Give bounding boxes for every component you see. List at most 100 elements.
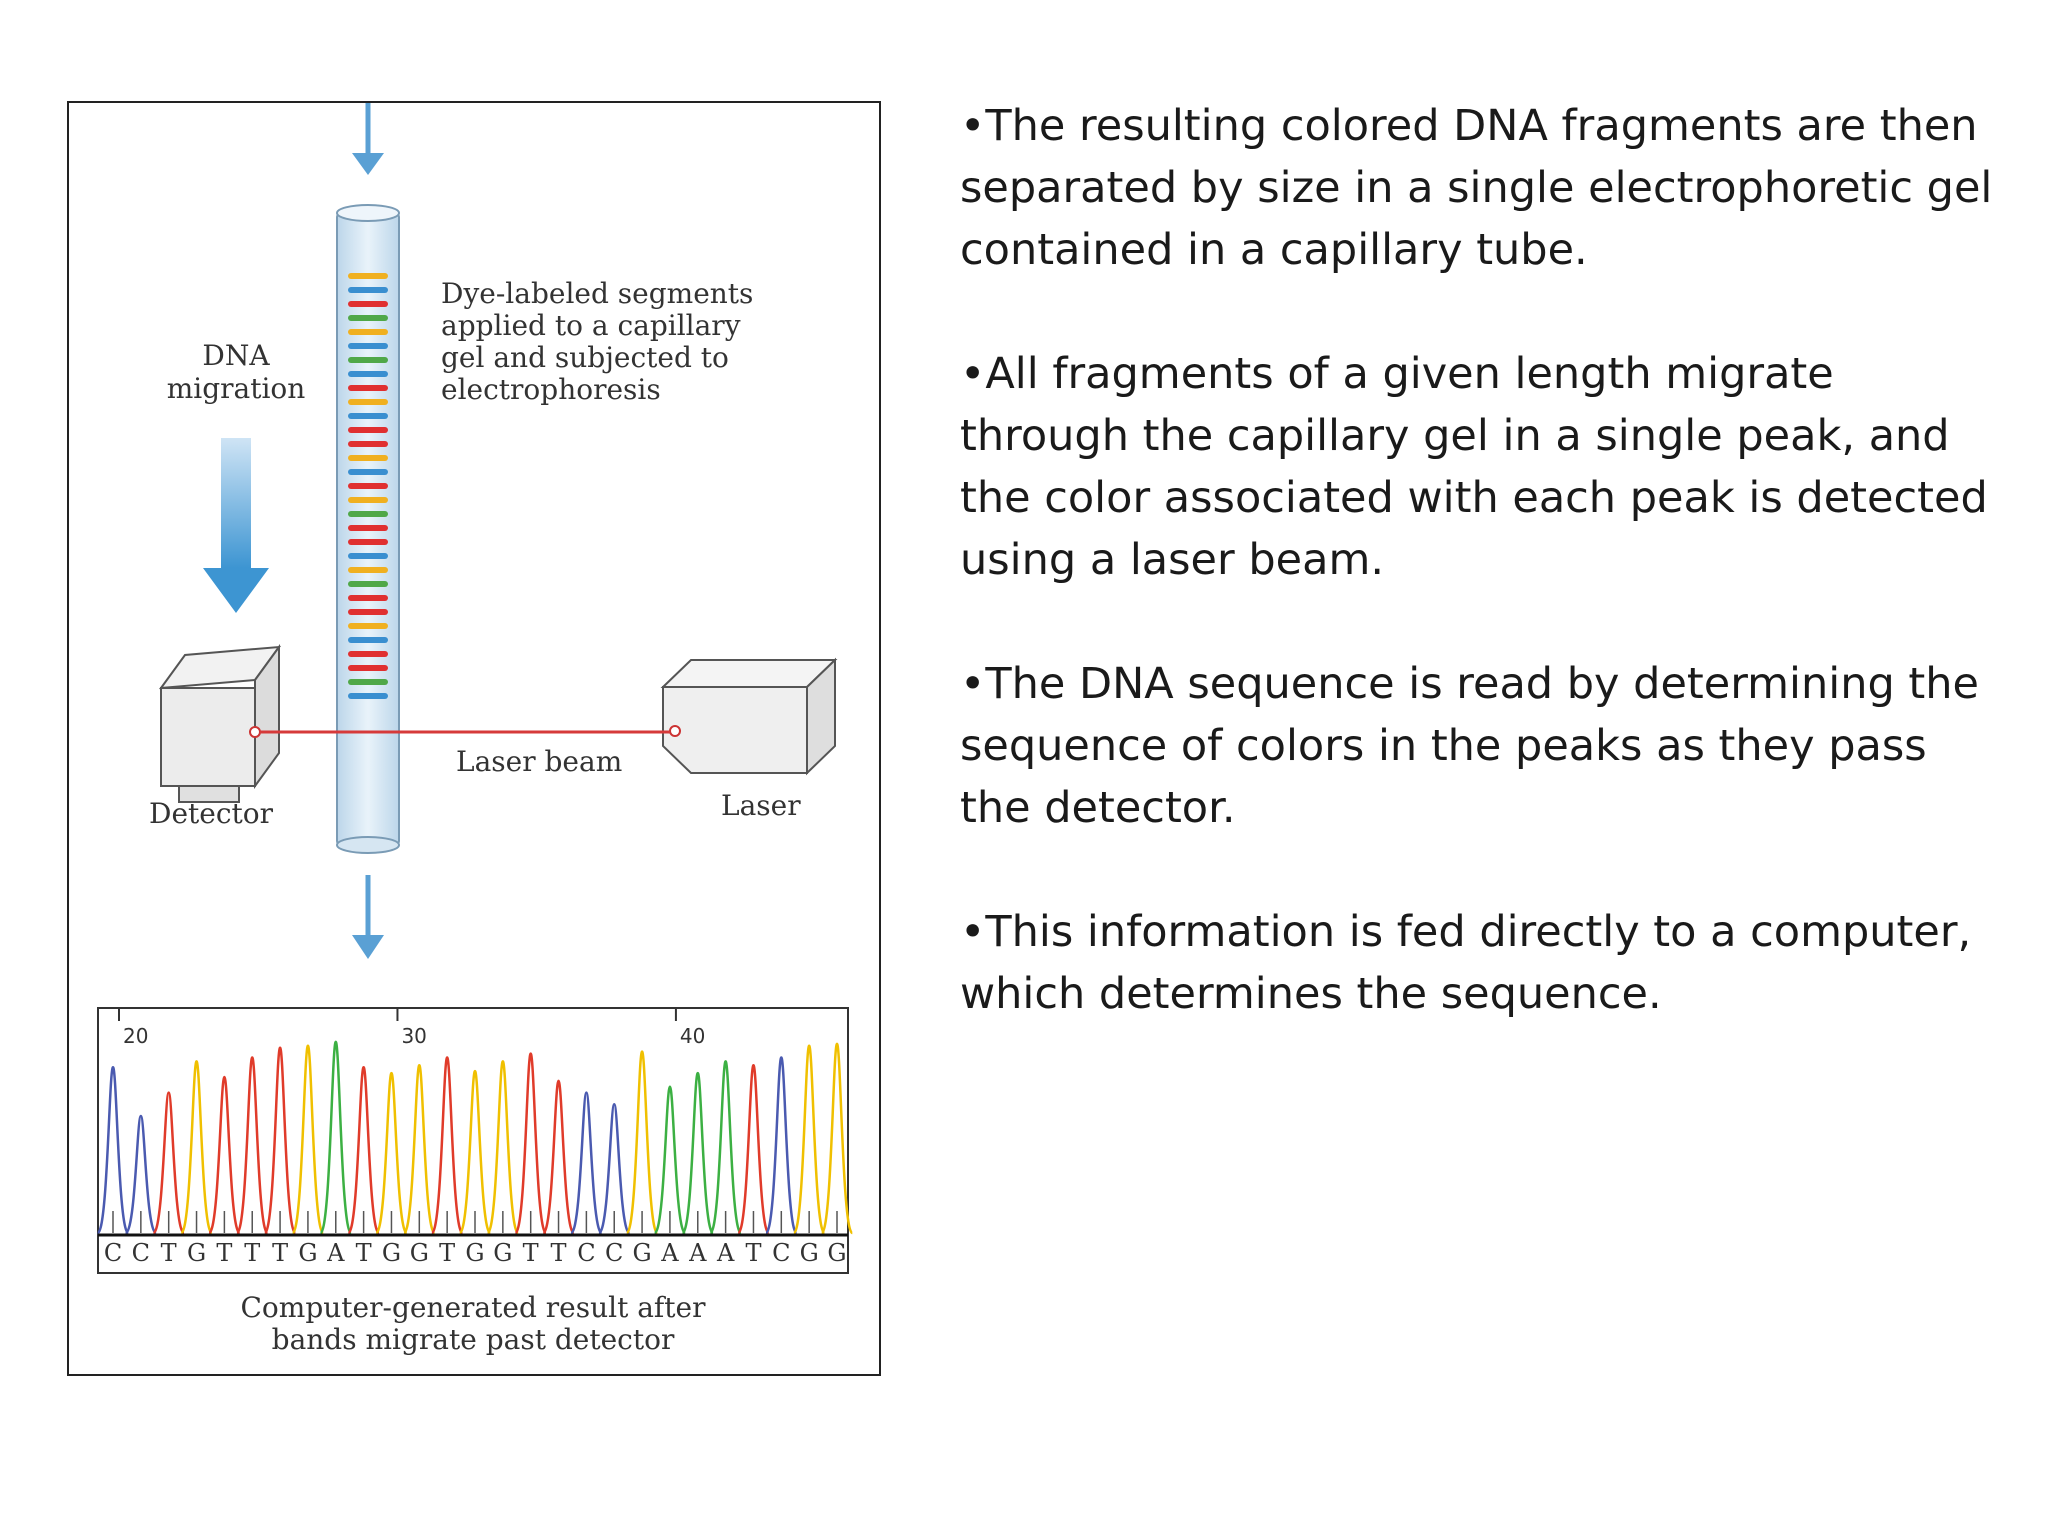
laser-label: Laser [721,789,801,822]
sequence-letter: G [800,1239,819,1267]
gel-band [348,665,388,671]
chromatogram-peak [152,1091,186,1235]
sequence-letter: A [716,1239,735,1267]
down-arrow-icon [352,875,384,959]
dye-bands [348,273,388,699]
gel-band [348,679,388,685]
bullet-item: •All fragments of a given length migrate… [960,349,1988,585]
sequence-letter: C [605,1239,623,1267]
axis-tick-label: 40 [680,1024,705,1048]
axis-tick-label: 30 [401,1024,426,1048]
sequence-letter: G [632,1239,651,1267]
sequence-letter: G [382,1239,401,1267]
sequence-letter: C [772,1239,790,1267]
bullet-item: •This information is fed directly to a c… [960,907,1972,1019]
chromatogram-ticks: 20 30 40 [118,1008,705,1048]
gel-band [348,511,388,517]
chromatogram-peak [625,1050,659,1235]
sequence-letter: A [688,1239,707,1267]
gel-band [348,315,388,321]
gel-band [348,693,388,699]
gel-band [348,357,388,363]
sequence-letter: C [104,1239,122,1267]
gel-band [348,637,388,643]
bullet-item: •The DNA sequence is read by determining… [960,659,1979,833]
sequence-letter: T [745,1239,761,1267]
chromatogram-peak [180,1060,214,1235]
capillary-diagram: DNA migration Dye-labeled segments appli… [96,103,854,1356]
chromatogram-peak [597,1103,631,1235]
chromatogram-peak [430,1056,464,1235]
dye-label-line-3: gel and subjected to [441,341,729,374]
chromatogram-peak [792,1044,826,1235]
chromatogram-peak [736,1064,770,1235]
chromatogram-peak [374,1071,408,1235]
chromatogram-peak [402,1064,436,1235]
gel-band [348,525,388,531]
sequence-letter: T [523,1239,539,1267]
chromatogram-peak [263,1046,297,1235]
sequence-letter: T [244,1239,260,1267]
laser-icon [660,657,838,776]
gel-band [348,595,388,601]
dye-label-line-2: applied to a capillary [441,309,741,342]
gel-band [348,427,388,433]
chromatogram-peak [653,1085,687,1235]
chromatogram-peak [207,1075,241,1235]
gel-band [348,651,388,657]
detector-label: Detector [149,797,274,830]
gel-band [348,497,388,503]
chromatogram-peak [458,1069,492,1235]
chromatogram-peak [820,1042,854,1235]
sequence-letter: T [551,1239,567,1267]
gel-band [348,441,388,447]
sequence-letter: C [132,1239,150,1267]
chromatogram-peak [319,1040,353,1235]
chromatogram-peak [514,1052,548,1235]
sequence-letter: T [161,1239,177,1267]
dye-label-line-1: Dye-labeled segments [441,277,753,310]
dna-migration-arrow-icon [203,438,269,613]
axis-tick-label: 20 [123,1024,148,1048]
chromatogram-peak [764,1056,798,1235]
chromatogram-peaks [96,1040,854,1235]
gel-band [348,567,388,573]
sequence-letter: A [326,1239,345,1267]
gel-band [348,301,388,307]
sequence-letter: G [410,1239,429,1267]
gel-band [348,385,388,391]
gel-band [348,581,388,587]
bullet-item: •The resulting colored DNA fragments are… [960,101,1993,275]
dye-label-line-4: electrophoresis [441,373,661,406]
caption-line-1: Computer-generated result after [240,1291,706,1324]
gel-band [348,287,388,293]
sequence-letter: A [660,1239,679,1267]
sequence-letter: G [187,1239,206,1267]
chromatogram-peak [347,1065,381,1235]
sequence-letter: G [298,1239,317,1267]
chromatogram-peak [96,1065,130,1235]
chromatogram-peak [709,1060,743,1235]
gel-band [348,483,388,489]
sequence-letter: T [356,1239,372,1267]
detector-icon [158,643,282,803]
gel-band [348,371,388,377]
gel-band [348,343,388,349]
chromatogram-peak [235,1056,269,1235]
sequence-letter: T [439,1239,455,1267]
gel-band [348,553,388,559]
chromatogram-peak [486,1060,520,1235]
gel-band [348,469,388,475]
laser-beam-label: Laser beam [456,745,622,778]
sequencing-figure: DNA migration Dye-labeled segments appli… [67,101,881,1376]
capillary-tube [336,204,400,854]
gel-band [348,399,388,405]
gel-band [348,539,388,545]
gel-band [348,329,388,335]
gel-band [348,623,388,629]
chromatogram-peak [542,1079,576,1235]
sequence-letter: C [577,1239,595,1267]
chromatogram-peak [124,1114,158,1235]
